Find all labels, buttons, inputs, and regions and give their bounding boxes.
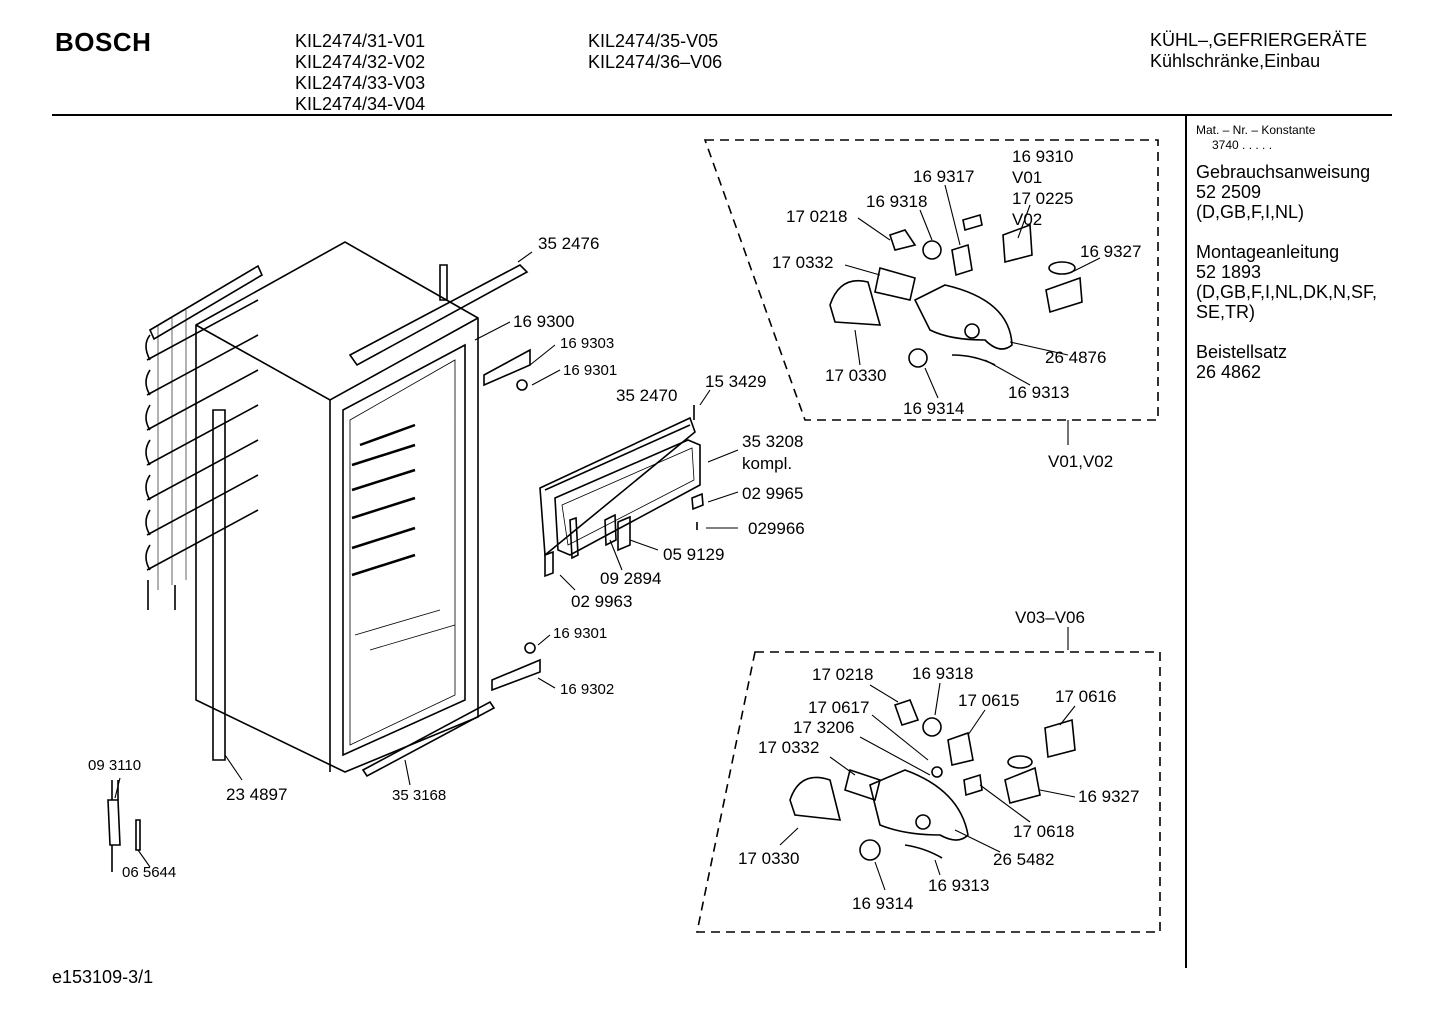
part-label: 05 9129 [663,545,724,564]
model-number: KIL2474/31-V01 [295,31,426,51]
part-label: 09 3110 [88,757,141,774]
part-label: 16 9302 [560,681,614,698]
sidebar-divider [1185,116,1187,968]
variant-label: V03–V06 [1015,608,1085,627]
part-label: 17 0332 [772,253,833,272]
manual-languages: (D,GB,F,I,NL) [1196,202,1305,222]
lamp-assembly-v01-frame [703,139,1159,421]
mat-label: Mat. – Nr. – Konstante [1196,123,1316,137]
install-number: 52 1893 [1196,262,1262,282]
part-label: 16 9318 [912,664,973,683]
seal-strip-icon [212,409,226,761]
bottom-strip-icon [361,700,496,778]
part-label: 17 0617 [808,698,869,717]
part-label: 16 9317 [913,167,974,186]
part-label: 17 0218 [786,207,847,226]
part-label: 16 9313 [1008,383,1069,402]
kit-title: Beistellsatz [1196,342,1288,362]
install-languages: (D,GB,F,I,NL,DK,N,SF, [1196,282,1378,302]
header-divider [52,114,1392,116]
part-label: 16 9313 [928,876,989,895]
part-label: V01 [1012,168,1042,187]
part-label: 16 9303 [560,335,614,352]
lamp-housing-icon [829,213,1083,368]
part-label: 09 2894 [600,569,661,588]
model-number: KIL2474/33-V03 [295,73,426,93]
kit-number: 26 4862 [1196,362,1262,382]
part-label: 17 0225 [1012,189,1073,208]
brand-logo: BOSCH [55,27,152,57]
hinge-icon [491,658,541,692]
part-label: 02 9965 [742,484,803,503]
model-number: KIL2474/32-V02 [295,52,426,72]
part-label: 15 3429 [705,372,766,391]
install-languages: SE,TR) [1196,302,1256,322]
part-label: 16 9318 [866,192,927,211]
part-label: 17 3206 [793,718,854,737]
install-title: Montageanleitung [1196,242,1340,262]
mat-value: 3740 . . . . . [1212,138,1273,152]
part-label: 26 4876 [1045,348,1106,367]
part-labels-v03: V03–V06 17 0218 16 9318 17 0617 17 0615 … [738,608,1139,913]
freezer-door-icon [539,416,701,560]
part-label: 16 9327 [1078,787,1139,806]
variant-label: V01,V02 [1048,452,1113,471]
condenser-coil-icon [145,264,264,610]
part-label: 06 5644 [122,864,176,881]
category-title: KÜHL–,GEFRIERGERÄTE [1150,30,1368,50]
part-labels-main: 35 2476 16 9300 16 9303 16 9301 15 3429 … [88,234,805,881]
part-label: 16 9301 [553,625,607,642]
manual-title: Gebrauchsanweisung [1196,162,1371,182]
model-number: KIL2474/35-V05 [588,31,719,51]
part-label: 16 9301 [563,362,617,379]
part-label: 17 0330 [738,849,799,868]
part-label: 16 9300 [513,312,574,331]
model-number: KIL2474/36–V06 [588,52,723,72]
part-label: 35 3208 [742,432,803,451]
lamp-housing-icon [789,699,1076,861]
part-label: 17 0615 [958,691,1019,710]
part-label: 17 0332 [758,738,819,757]
model-number: KIL2474/34-V04 [295,94,426,114]
part-label: 23 4897 [226,785,287,804]
sensor-icon [107,799,121,846]
part-label: V02 [1012,210,1042,229]
part-label: 17 0616 [1055,687,1116,706]
part-label: 16 9314 [903,399,964,418]
part-labels-v01: V01,V02 16 9310 V01 17 0225 V02 16 9317 … [772,147,1141,471]
part-label: 16 9327 [1080,242,1141,261]
part-label: 35 3168 [392,787,446,804]
part-label: 26 5482 [993,850,1054,869]
manual-number: 52 2509 [1196,182,1262,202]
top-rail-icon [348,264,529,367]
part-label: 35 2470 [616,386,677,405]
part-label: 02 9963 [571,592,632,611]
part-label: 17 0618 [1013,822,1074,841]
part-label: 17 0330 [825,366,886,385]
part-label: 029966 [748,519,805,538]
lamp-assembly-v03-frame [696,651,1161,933]
part-label: 35 2476 [538,234,599,253]
drawing-id: e153109-3/1 [52,967,154,987]
part-label: 17 0218 [812,665,873,684]
category-subtitle: Kühlschränke,Einbau [1150,51,1321,71]
part-label: 16 9310 [1012,147,1073,166]
part-label: 16 9314 [852,894,913,913]
part-label: kompl. [742,454,792,473]
